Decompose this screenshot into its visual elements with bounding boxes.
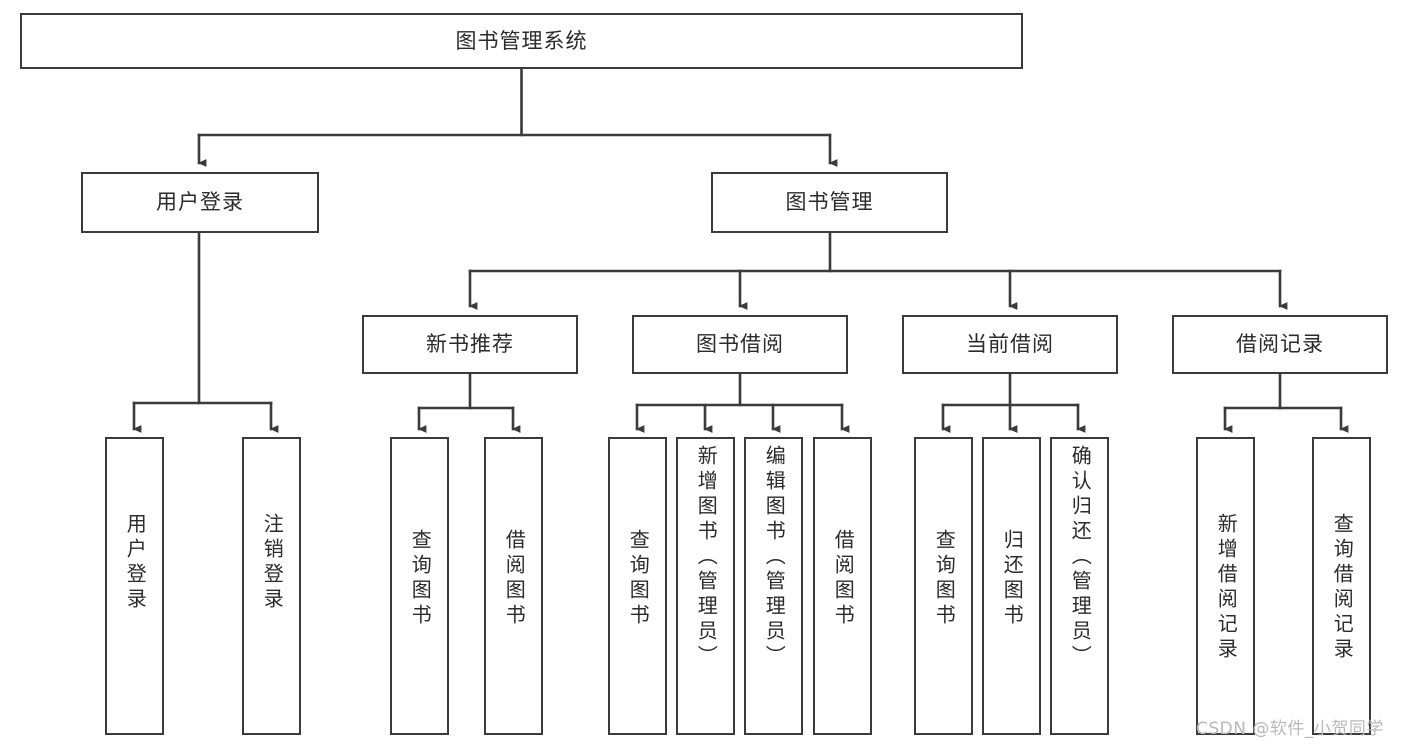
leaf-label: 用户登录 (123, 513, 148, 613)
leaf-book-borrow-borrow[interactable]: 借阅图书 (813, 437, 872, 735)
leaf-borrow-record-add[interactable]: 新增借阅记录 (1196, 437, 1255, 735)
leaf-label: 注销登录 (260, 513, 285, 613)
node-root-label: 图书管理系统 (455, 28, 588, 53)
leaf-user-login-login[interactable]: 用户登录 (105, 437, 164, 735)
node-user-login[interactable]: 用户登录 (81, 172, 319, 233)
node-book-management[interactable]: 图书管理 (711, 172, 948, 233)
node-root[interactable]: 图书管理系统 (20, 13, 1023, 69)
node-current-borrow-label: 当前借阅 (966, 332, 1054, 357)
leaf-current-borrow-confirm[interactable]: 确认归还（管理员） (1050, 437, 1109, 735)
leaf-borrow-record-query[interactable]: 查询借阅记录 (1312, 437, 1371, 735)
leaf-label: 查询图书 (626, 529, 651, 629)
node-book-management-label: 图书管理 (785, 190, 874, 215)
node-new-book-recommend[interactable]: 新书推荐 (362, 315, 578, 374)
node-book-borrow-label: 图书借阅 (696, 332, 784, 357)
leaf-label: 查询图书 (408, 529, 433, 629)
node-current-borrow[interactable]: 当前借阅 (902, 315, 1118, 374)
leaf-book-borrow-query[interactable]: 查询图书 (608, 437, 667, 735)
leaf-new-book-query[interactable]: 查询图书 (390, 437, 449, 735)
leaf-label: 查询图书 (932, 529, 957, 629)
node-book-borrow[interactable]: 图书借阅 (632, 315, 848, 374)
leaf-new-book-borrow[interactable]: 借阅图书 (484, 437, 543, 735)
node-borrow-record-label: 借阅记录 (1236, 332, 1324, 357)
csdn-watermark: CSDN @软件_小贺同学 (1196, 719, 1384, 739)
leaf-label: 编辑图书（管理员） (762, 445, 787, 670)
leaf-label: 借阅图书 (502, 529, 527, 629)
node-user-login-label: 用户登录 (156, 190, 244, 215)
leaf-book-borrow-add[interactable]: 新增图书（管理员） (676, 437, 735, 735)
leaf-label: 查询借阅记录 (1330, 513, 1355, 663)
leaf-label: 新增借阅记录 (1214, 513, 1239, 663)
node-new-book-recommend-label: 新书推荐 (426, 332, 514, 357)
leaf-label: 归还图书 (1000, 529, 1025, 629)
leaf-current-borrow-return[interactable]: 归还图书 (982, 437, 1041, 735)
leaf-user-login-logout[interactable]: 注销登录 (242, 437, 301, 735)
leaf-current-borrow-query[interactable]: 查询图书 (914, 437, 973, 735)
leaf-label: 新增图书（管理员） (694, 445, 719, 670)
leaf-label: 借阅图书 (831, 529, 856, 629)
leaf-book-borrow-edit[interactable]: 编辑图书（管理员） (744, 437, 803, 735)
leaf-label: 确认归还（管理员） (1068, 445, 1093, 670)
node-borrow-record[interactable]: 借阅记录 (1172, 315, 1388, 374)
